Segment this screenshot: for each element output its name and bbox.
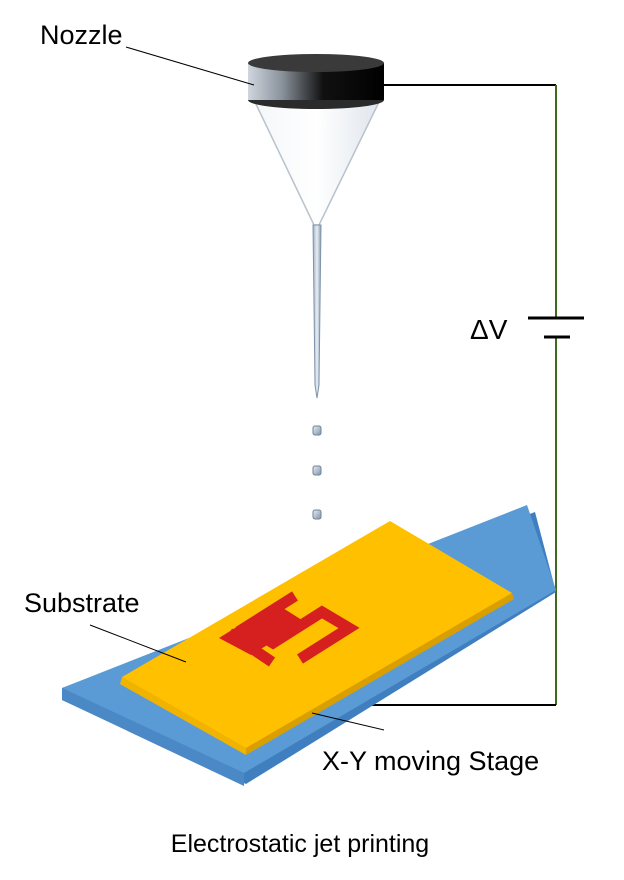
substrate [120,521,514,755]
substrate-label: Substrate [24,588,140,618]
droplets [312,425,322,520]
droplet-icon [312,425,322,436]
nozzle-leader-line [125,46,255,86]
printed-pattern-end [225,628,276,667]
stage-label: X-Y moving Stage [322,746,539,776]
printed-pattern [235,591,360,664]
diagram-caption: Electrostatic jet printing [171,830,429,858]
circuit [348,84,557,706]
nozzle-icon [248,54,384,399]
droplet-icon [312,509,322,520]
stage-leader-line [311,712,385,731]
nozzle-label: Nozzle [40,20,123,50]
battery-icon [528,316,584,339]
substrate-leader-line [89,624,187,663]
droplet-icon [312,465,322,476]
voltage-label: ΔV [470,314,508,345]
